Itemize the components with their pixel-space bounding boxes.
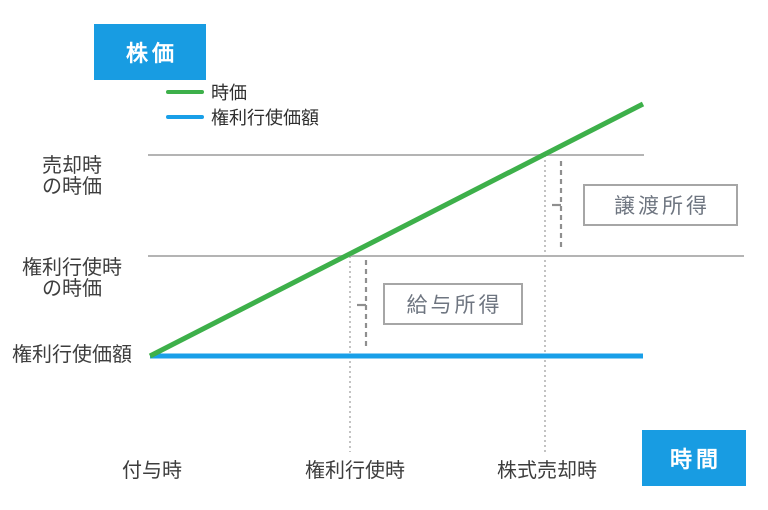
annotation-salary-income: 給与所得 (383, 283, 523, 325)
legend-item-strike-price: 権利行使価額 (166, 104, 319, 129)
legend-label-strike-price: 権利行使価額 (211, 107, 319, 128)
y-tick-strike-price: 権利行使価額 (12, 344, 132, 366)
y-tick-exercise-time-price: 権利行使時 の時価 (22, 257, 122, 300)
legend-label-market-price: 時価 (211, 82, 247, 103)
annotation-capital-gain: 譲渡所得 (583, 184, 738, 226)
market-price-line (148, 101, 645, 359)
y-axis-title: 株価 (94, 24, 206, 80)
exercise-price-line-swatch-icon (166, 114, 204, 119)
y-tick-sale-price: 売却時 の時価 (42, 155, 102, 198)
x-tick-sale-time: 株式売却時 (497, 460, 597, 482)
legend: 時価 権利行使価額 (166, 79, 319, 129)
x-tick-exercise-time: 権利行使時 (305, 460, 405, 482)
x-tick-grant-time: 付与時 (122, 460, 182, 482)
legend-item-market-price: 時価 (166, 79, 319, 104)
x-axis-title: 時間 (642, 430, 746, 486)
market-price-line-swatch-icon (166, 89, 204, 94)
